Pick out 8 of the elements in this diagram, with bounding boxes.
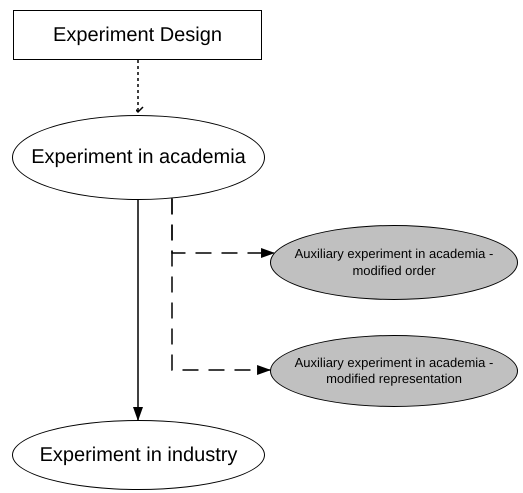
node-label: Experiment Design [53, 22, 222, 48]
node-label: Experiment in industry [40, 442, 238, 468]
arrow [171, 198, 272, 375]
process-box [13, 10, 262, 60]
node-label: Auxiliary experiment in academia - modified representation [294, 354, 494, 388]
arrow [133, 200, 143, 421]
node-label: Auxiliary experiment in academia - modified order [294, 246, 494, 279]
node-label: Experiment in academia [31, 145, 246, 170]
